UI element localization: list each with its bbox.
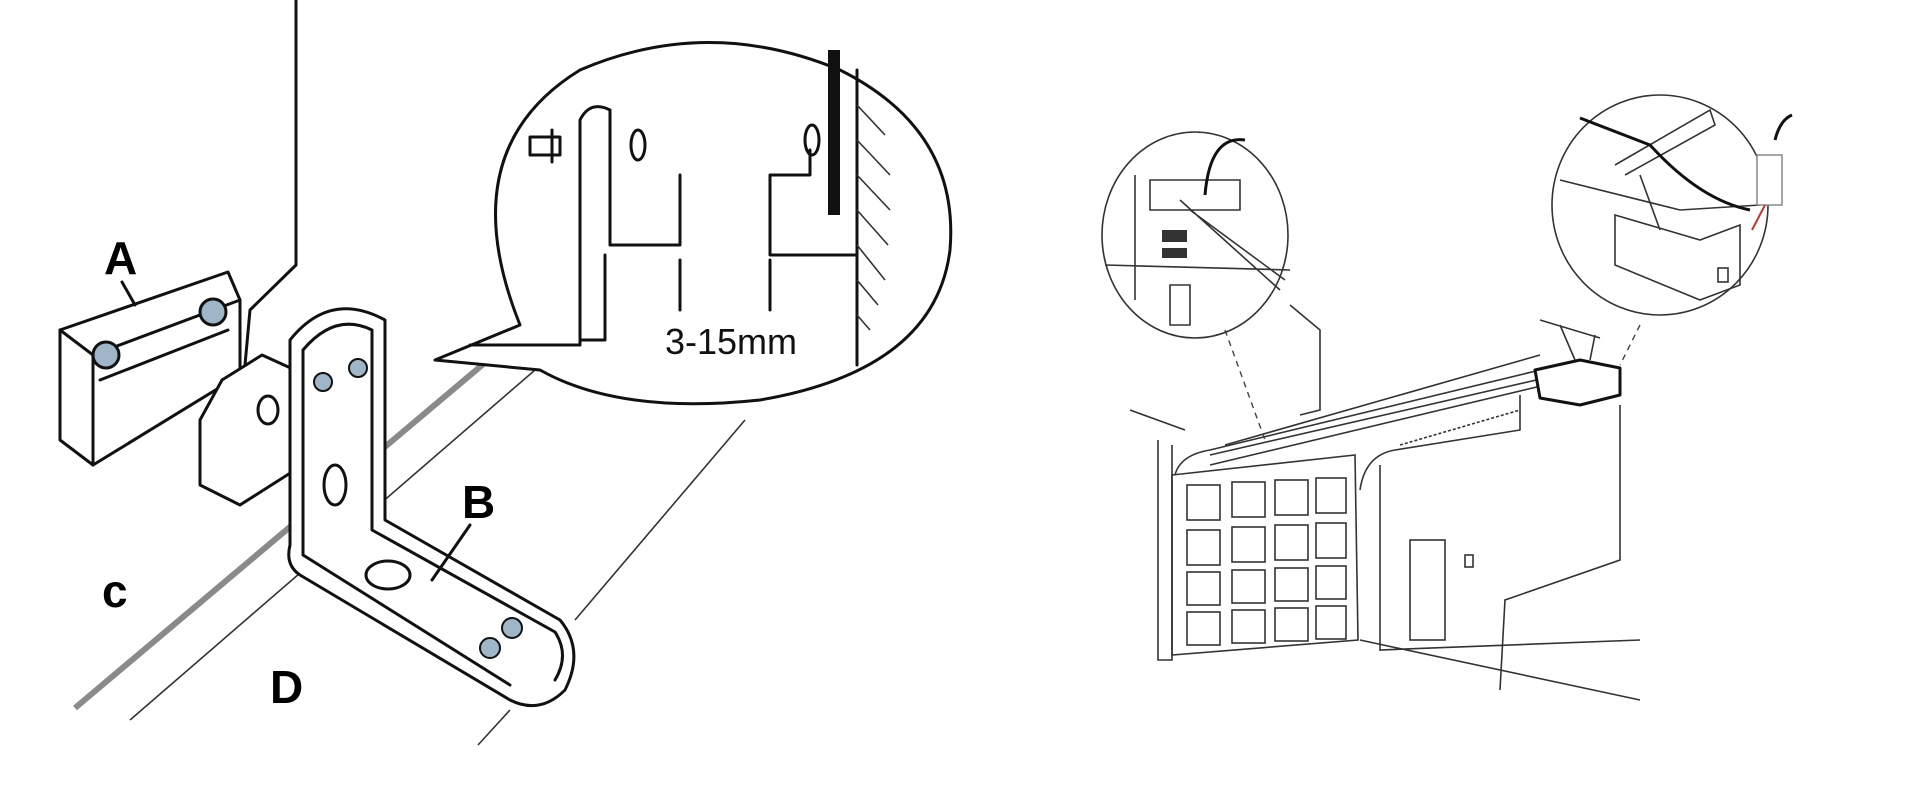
screw-icon — [313, 372, 333, 392]
detail-callout-bubble: 3-15mm — [433, 41, 953, 406]
screw-icon — [198, 297, 228, 327]
wall-switch — [1464, 554, 1474, 568]
screw-icon — [501, 617, 523, 639]
bracket-part-b — [287, 307, 576, 708]
door-edge — [243, 0, 298, 367]
screw-icon — [348, 358, 368, 378]
opener-detail-circle — [1551, 94, 1793, 316]
spring — [1399, 409, 1521, 446]
magnet-sensor — [1162, 230, 1187, 242]
label-c: c — [102, 565, 128, 617]
sensor-part-a — [58, 270, 297, 507]
screw-icon — [479, 637, 501, 659]
garage-door-scene — [1129, 304, 1641, 701]
gap-dimension-label: 3-15mm — [665, 321, 797, 362]
garage-door — [1171, 454, 1359, 656]
label-a: A — [104, 232, 137, 284]
smart-relay-module — [1756, 154, 1783, 206]
label-d: D — [270, 661, 303, 713]
sensor-detail-circle — [1101, 131, 1291, 339]
opener-unit — [1533, 358, 1622, 407]
opener-rail — [1209, 377, 1546, 466]
screw-icon — [91, 340, 121, 370]
label-b: B — [462, 476, 495, 528]
